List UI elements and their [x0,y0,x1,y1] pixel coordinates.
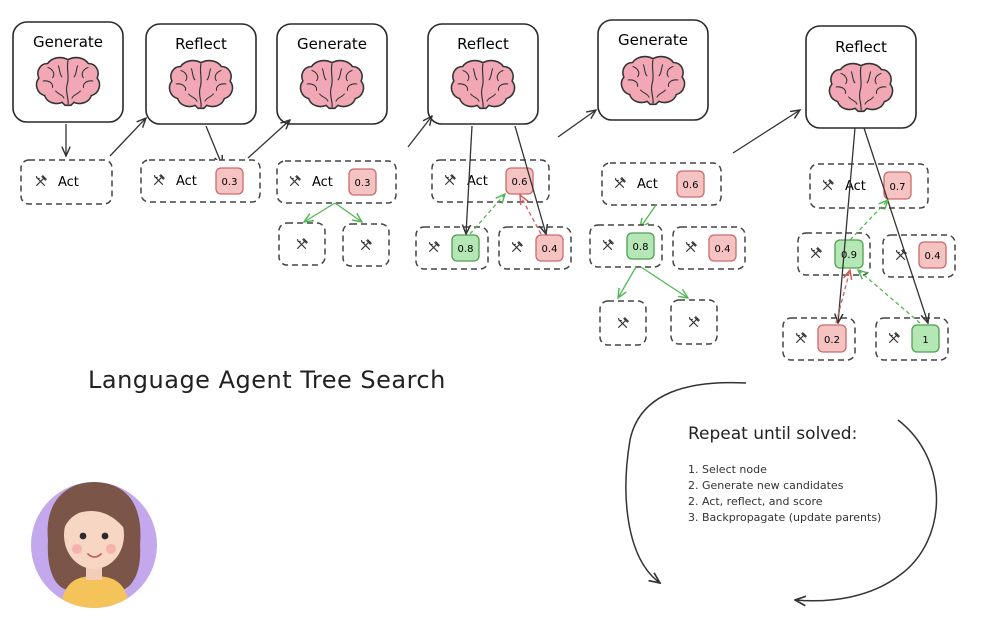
svg-text:1: 1 [922,335,928,346]
stage-reflect-3: Reflect [805,25,917,129]
brain-icon [620,55,686,106]
stage-connectors [66,110,800,165]
svg-text:0.9: 0.9 [841,250,857,261]
stage-generate-2: Generate [276,23,388,125]
repeat-cycle-arrows [625,381,938,601]
score-badge [817,324,847,353]
svg-text:0.7: 0.7 [890,182,906,193]
brain-icon [450,59,516,110]
stage-generate-1: Generate [12,21,124,123]
svg-text:0.8: 0.8 [458,244,474,255]
svg-text:0.4: 0.4 [715,244,731,255]
diagram-title: Language Agent Tree Search [88,366,446,394]
stage-reflect-2: Reflect [427,23,539,125]
step3-tree: Act 0.3 [276,160,397,267]
svg-text:Act: Act [312,175,333,190]
repeat-step: 3. Backpropagate (update parents) [688,511,882,524]
score-badge [626,232,655,260]
brain-icon [828,62,894,113]
svg-text:0.3: 0.3 [222,177,238,188]
svg-text:Reflect: Reflect [457,35,509,53]
score-badge [708,234,737,262]
score-badge [215,167,244,195]
svg-text:Act: Act [467,174,488,189]
svg-text:Act: Act [845,179,866,194]
svg-text:Generate: Generate [618,31,688,49]
stage-generate-3: Generate [597,19,709,121]
svg-text:Act: Act [58,175,79,190]
svg-text:Generate: Generate [33,33,103,51]
svg-text:0.6: 0.6 [683,180,699,191]
svg-text:0.8: 0.8 [633,242,649,253]
repeat-instructions: Repeat until solved: 1. Select node 2. G… [688,424,928,526]
repeat-steps: 1. Select node 2. Generate new candidate… [688,462,928,526]
svg-text:Act: Act [637,177,658,192]
score-badge [918,241,947,269]
step2-act-node: Act 0.3 [140,159,261,203]
svg-text:Generate: Generate [297,35,367,53]
step6-tree: Act 0.7 0.9 0.4 0.2 1 [782,127,956,361]
svg-text:0.6: 0.6 [512,177,528,188]
score-badge [883,171,912,200]
score-badge [676,170,705,198]
step4-tree: Act 0.6 0.8 0.4 [415,125,572,270]
brain-icon [35,56,101,107]
score-badge [834,239,864,269]
step1-act-node: Act [20,159,113,205]
stage-reflect-1: Reflect [145,23,257,125]
repeat-step: 1. Select node [688,463,767,476]
svg-text:0.4: 0.4 [925,251,941,262]
svg-text:Act: Act [176,174,197,189]
repeat-step: 2. Generate new candidates [688,479,844,492]
svg-text:0.4: 0.4 [542,244,558,255]
svg-text:Reflect: Reflect [175,35,227,53]
brain-icon [168,59,234,110]
brain-icon [299,59,365,110]
presenter-avatar [31,482,157,608]
svg-text:Reflect: Reflect [835,38,887,56]
score-badge [911,324,940,353]
step5-tree: Act 0.6 0.8 0.4 [589,162,746,346]
repeat-step: 2. Act, reflect, and score [688,495,823,508]
score-badge [535,234,564,262]
repeat-heading: Repeat until solved: [688,424,858,444]
svg-text:0.3: 0.3 [355,178,371,189]
svg-text:0.2: 0.2 [824,335,840,346]
score-badge [348,168,377,196]
